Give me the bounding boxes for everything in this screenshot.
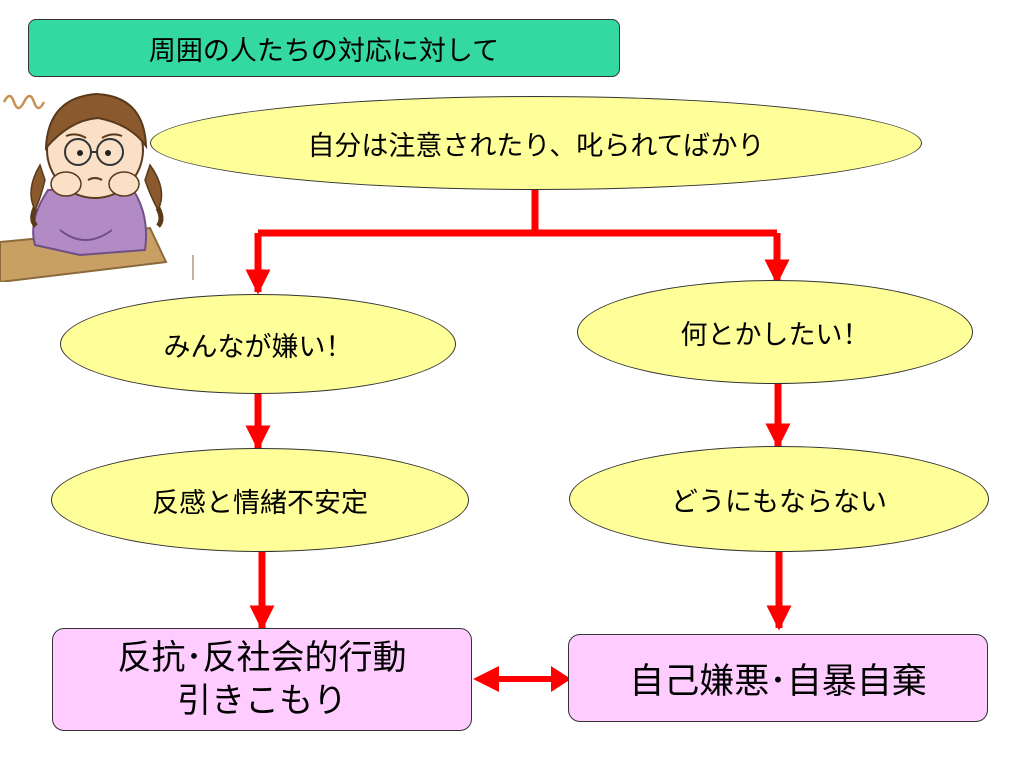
left-node-2-label: 反感と情緒不安定 <box>152 487 368 519</box>
top-node-label: 自分は注意されたり、叱られてばかり <box>307 130 765 162</box>
right-node-1-label: 何とかしたい！ <box>680 319 870 351</box>
worried-girl-illustration <box>0 92 194 282</box>
double-arrow <box>473 666 571 692</box>
title-text: 周囲の人たちの対応に対して <box>148 35 500 67</box>
top-node: 自分は注意されたり、叱られてばかり <box>150 96 922 190</box>
result-right-box: 自己嫌悪･自暴自棄 <box>568 634 988 722</box>
right-node-2-label: どうにもならない <box>671 486 887 518</box>
left-node-2: 反感と情緒不安定 <box>51 448 469 552</box>
right-node-1: 何とかしたい！ <box>577 280 973 384</box>
left-node-1: みんなが嫌い！ <box>60 294 456 394</box>
right-node-2: どうにもならない <box>569 446 989 552</box>
title-banner: 周囲の人たちの対応に対して <box>28 19 620 77</box>
result-left-box: 反抗･反社会的行動 引きこもり <box>52 628 472 731</box>
result-left-line2: 引きこもり <box>177 680 347 721</box>
result-left-line1: 反抗･反社会的行動 <box>117 637 407 678</box>
left-node-1-label: みんなが嫌い！ <box>163 331 353 363</box>
result-right-label: 自己嫌悪･自暴自棄 <box>629 661 927 702</box>
